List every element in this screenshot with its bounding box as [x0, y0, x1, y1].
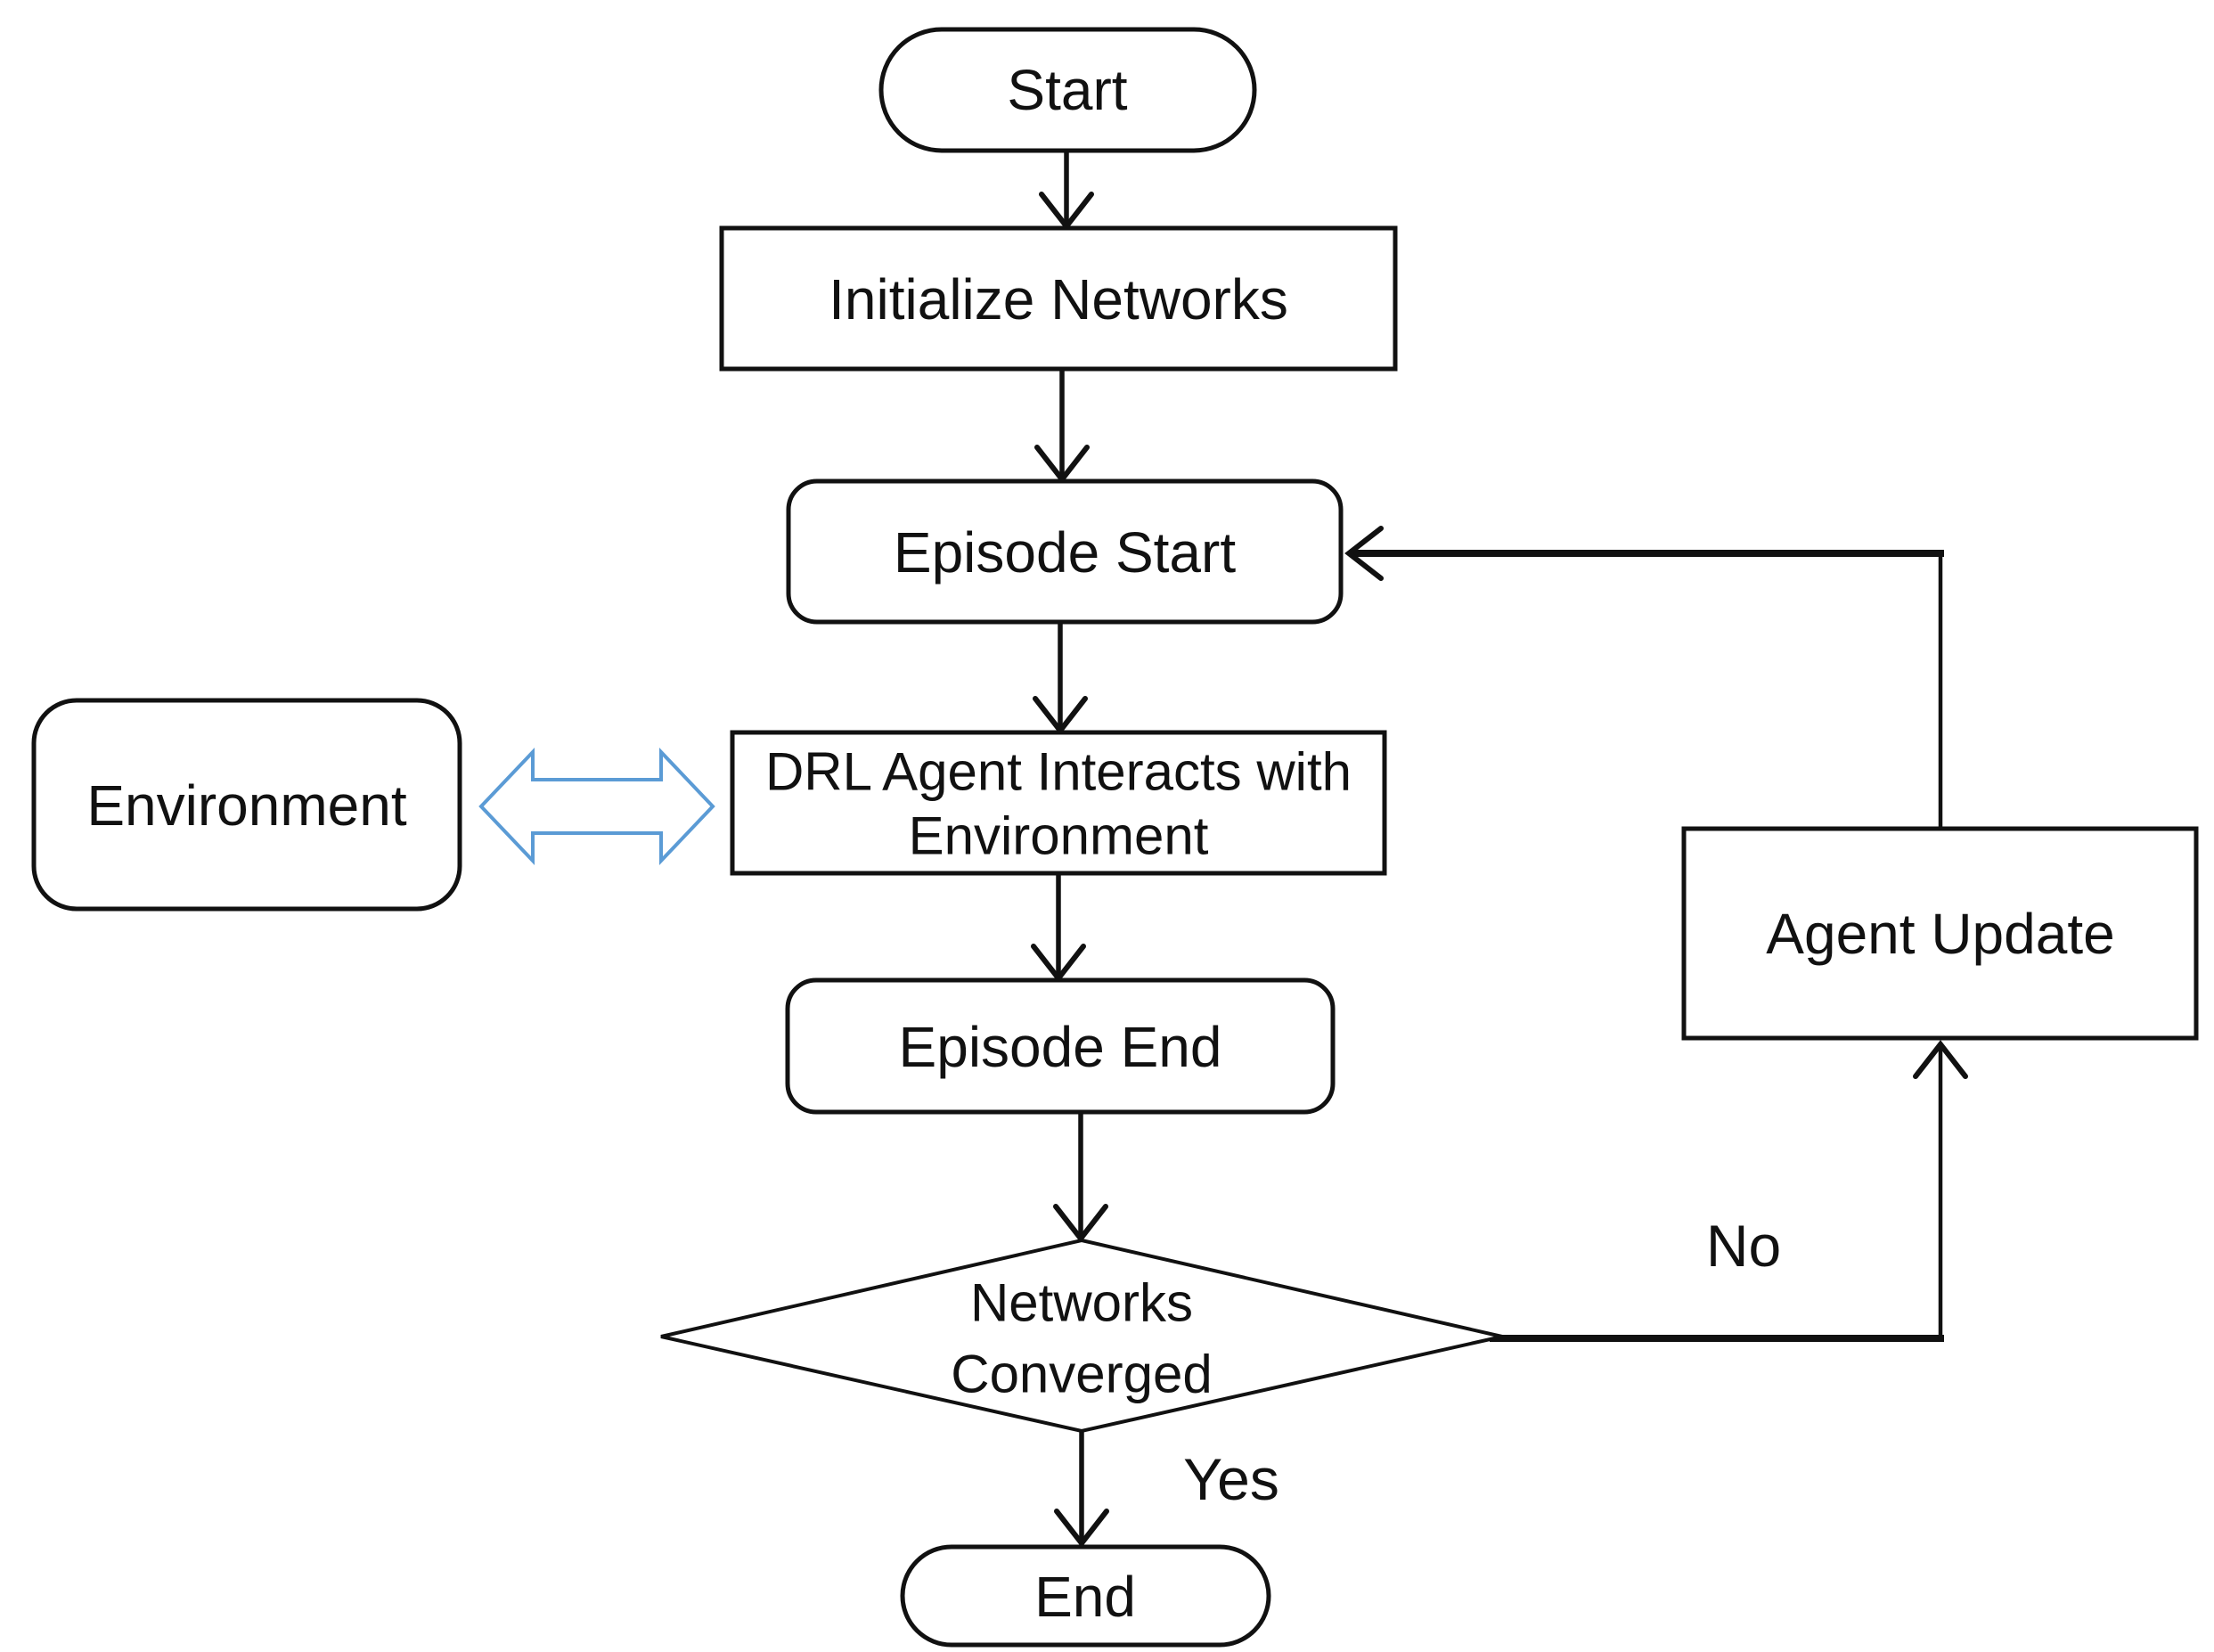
decision-label-line1: Networks: [970, 1273, 1193, 1333]
edge-agent-update-to-episode-start: [1344, 526, 1944, 830]
edge-label-no: No: [1706, 1213, 1781, 1279]
initialize-networks-shape: [719, 225, 1398, 372]
node-initialize-networks: Initialize Networks: [719, 225, 1398, 372]
edge-initialize-to-episode-start: [1034, 369, 1090, 484]
double-headed-arrow-icon: [478, 747, 715, 866]
initialize-networks-label: Initialize Networks: [829, 267, 1288, 331]
edge-episode-start-to-drl: [1033, 622, 1088, 735]
edge-episode-end-to-decision: [1053, 1112, 1108, 1243]
arrowhead-left-icon: [1344, 526, 1384, 581]
environment-label: Environment: [86, 773, 407, 838]
episode-end-label: Episode End: [899, 1015, 1222, 1079]
end-shape: [900, 1544, 1271, 1648]
edge-decision-yes-to-end: [1054, 1431, 1109, 1548]
arrowhead-up-icon: [1913, 1040, 1968, 1079]
node-episode-start: Episode Start: [786, 478, 1344, 625]
decision-diamond-shape: [660, 1238, 1503, 1434]
node-episode-end: Episode End: [785, 977, 1336, 1115]
edge-decision-no-to-agent-update: [1490, 1040, 1968, 1342]
start-shape: [878, 27, 1257, 153]
arrowhead-down-icon: [1054, 1509, 1109, 1548]
node-start: Start: [878, 27, 1257, 153]
arrowhead-down-icon: [1053, 1204, 1108, 1243]
edge-label-yes: Yes: [1183, 1446, 1279, 1512]
agent-update-label: Agent Update: [1766, 902, 2114, 966]
node-end: End: [900, 1544, 1271, 1648]
node-drl-agent-interacts: DRL Agent Interacts with Environment: [730, 730, 1387, 876]
drl-agent-label-line1: DRL Agent Interacts with: [765, 742, 1352, 802]
episode-start-shape: [786, 478, 1344, 625]
drl-agent-label-line2: Environment: [909, 806, 1209, 866]
node-environment: Environment: [31, 698, 462, 912]
node-agent-update: Agent Update: [1681, 826, 2199, 1041]
drl-agent-shape: [730, 730, 1387, 876]
start-label: Start: [1007, 58, 1127, 122]
edge-drl-to-episode-end: [1031, 873, 1086, 983]
agent-update-shape: [1681, 826, 2199, 1041]
edge-start-to-initialize: [1039, 151, 1094, 231]
end-label: End: [1034, 1565, 1136, 1629]
node-decision-networks-converged: Networks Converged: [660, 1238, 1503, 1434]
episode-start-label: Episode Start: [894, 520, 1236, 585]
episode-end-shape: [785, 977, 1336, 1115]
decision-label-line2: Converged: [951, 1345, 1213, 1404]
environment-shape: [31, 698, 462, 912]
